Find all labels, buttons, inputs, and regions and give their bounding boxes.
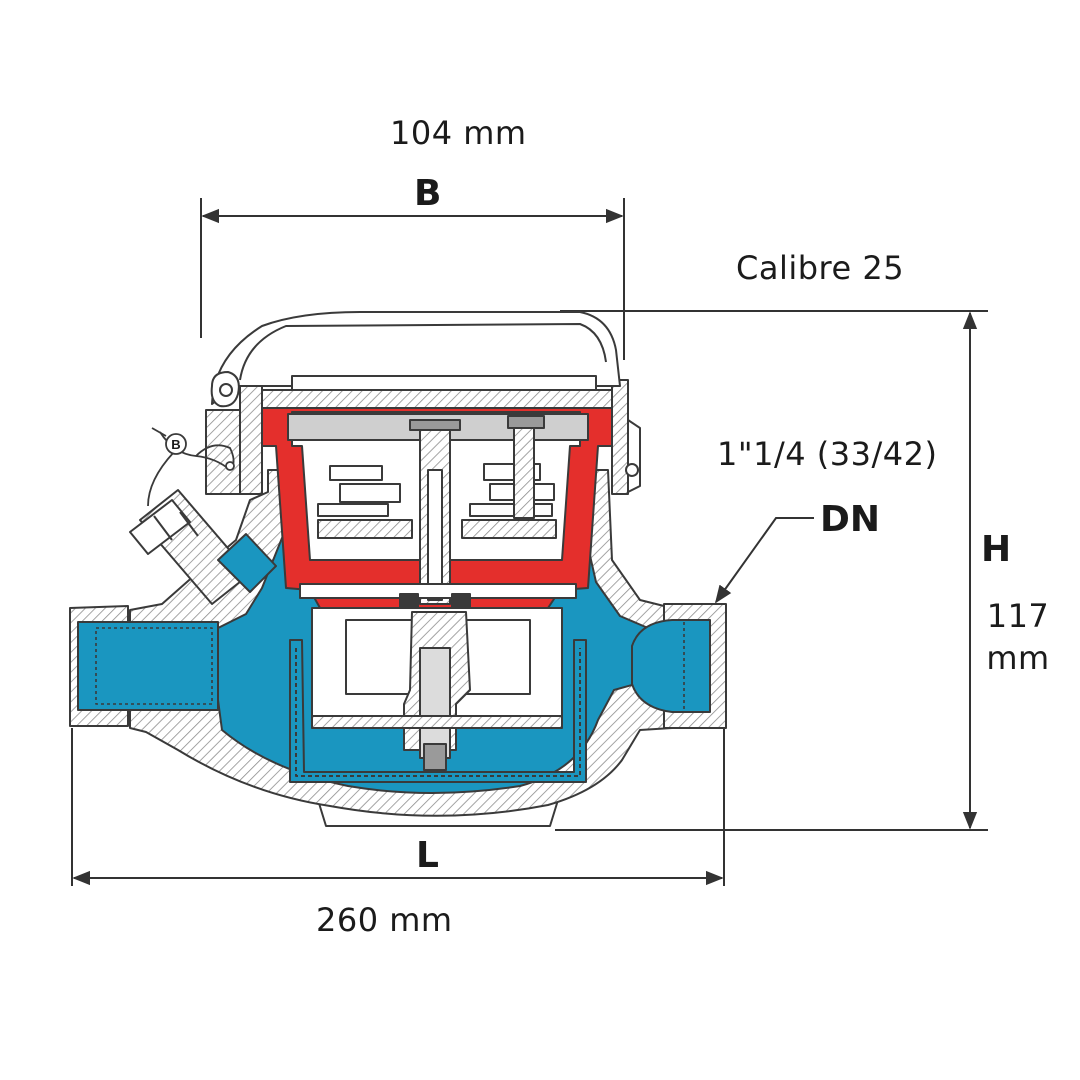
dimension-b-value: 104 mm (390, 114, 527, 152)
outlet-pipe-water (631, 619, 711, 713)
register-spindle-core (427, 469, 443, 601)
gear-block-left-3 (317, 503, 389, 517)
lid-dome-inner (239, 323, 607, 381)
dimension-b-letter: B (414, 173, 442, 214)
turbine-blade-left (345, 619, 413, 695)
gear-block-right-3 (469, 503, 553, 517)
lid-hinge-pin (219, 383, 233, 397)
lid-wall-right (611, 379, 629, 495)
register-seal-left (399, 593, 419, 609)
plug-groove-2 (179, 511, 199, 537)
dimension-h-value: 117 mm (986, 597, 1050, 677)
dimension-l-letter: L (416, 835, 439, 876)
seal-tag (165, 433, 187, 455)
spindle-cap-left (409, 419, 461, 431)
check-valve-plug (129, 489, 277, 605)
dimension-l-value: 260 mm (316, 901, 453, 939)
housing-lower-rib (311, 715, 563, 729)
turbine-basket (289, 639, 587, 783)
plug-groove-1 (153, 515, 173, 541)
meter-lid (205, 311, 641, 495)
lid-bracket-right (627, 419, 641, 493)
turbine-basket-outline (295, 648, 581, 777)
gear-block-left-2 (339, 483, 401, 503)
seal-tag-mark: B (171, 437, 180, 452)
gear-plate-right (461, 519, 557, 539)
seal-wire-tail (151, 427, 167, 437)
dn-leader (714, 517, 814, 604)
spindle-cap-right (507, 415, 545, 429)
connection-size-label: 1"1/4 (33/42) (717, 435, 938, 473)
register-base (299, 583, 577, 599)
gear-plate-left (317, 519, 413, 539)
register-seal-right (451, 593, 471, 609)
plug-head (129, 499, 191, 555)
lid-bracket-left (205, 409, 241, 495)
plug-water (217, 533, 277, 593)
lid-bracket-bolt (625, 463, 639, 477)
gear-block-left-1 (329, 465, 383, 481)
caliber-label: Calibre 25 (736, 249, 905, 287)
dimension-h-letter: H (981, 529, 1012, 570)
nominal-diameter-label: DN (820, 499, 881, 540)
turbine-shaft-tip (423, 743, 447, 771)
register-housing (261, 391, 613, 609)
cover-plate (261, 389, 613, 409)
spindle-right (513, 427, 535, 519)
turbine-shaft (419, 647, 451, 759)
seal-wire-end (225, 461, 235, 471)
cover-glass (291, 375, 597, 391)
turbine-blade-right (465, 619, 531, 695)
lid-wall (239, 379, 263, 495)
dimension-lines (71, 198, 988, 886)
inlet-pipe-water (77, 621, 219, 711)
seal-assembly: B (147, 427, 235, 507)
